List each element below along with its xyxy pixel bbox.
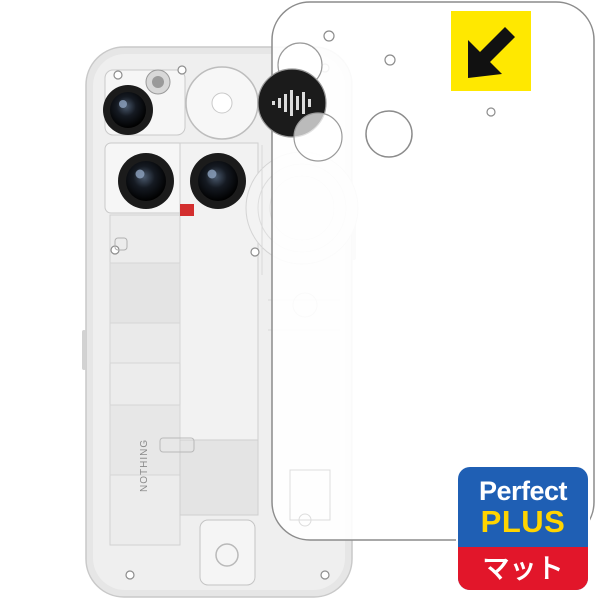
- camera-lenses: [103, 85, 246, 216]
- badge-top: Perfect PLUS: [458, 467, 588, 547]
- corner-marker: [451, 11, 531, 91]
- product-badge: Perfect PLUS マット: [458, 467, 588, 590]
- protector-film: [257, 1, 595, 541]
- badge-finish-label: マット: [482, 553, 564, 584]
- badge-subtitle: PLUS: [480, 504, 566, 539]
- badge-title: Perfect: [478, 476, 568, 506]
- arrow-down-left-icon: [468, 27, 515, 78]
- phone-logo-text: NOTHING: [139, 439, 150, 492]
- badge-bottom: マット: [458, 547, 588, 590]
